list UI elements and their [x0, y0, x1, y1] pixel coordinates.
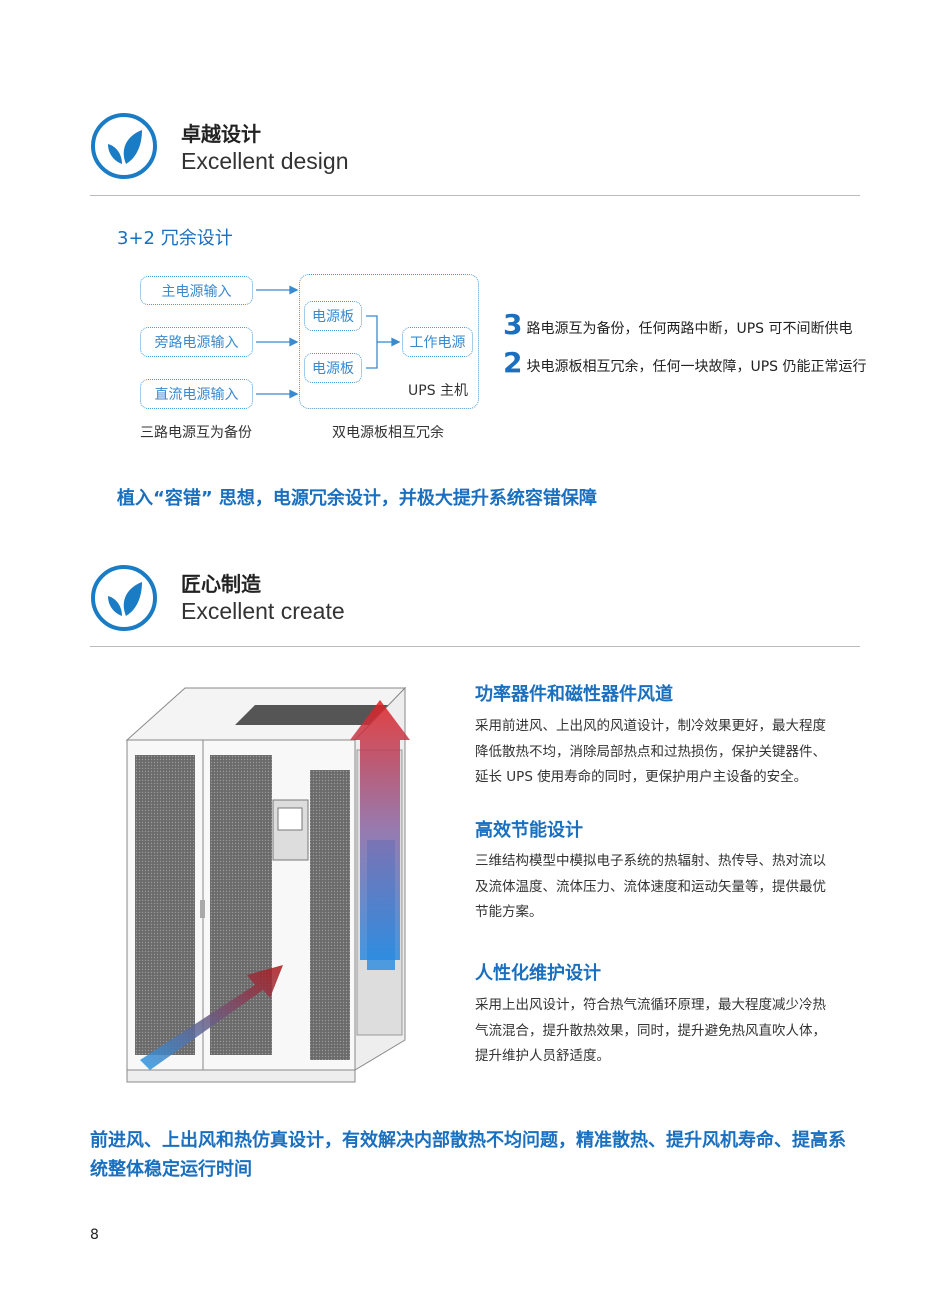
power-board-box: 电源板 [304, 353, 362, 383]
section-title-en: Excellent design [181, 148, 349, 174]
text-line: 气流混合，提升散热效果，同时，提升避免热风直吹人体， [475, 1022, 826, 1039]
section-title-en: Excellent create [181, 598, 345, 624]
feature-text: 采用上出风设计，符合热气流循环原理，最大程度减少冷热气流混合，提升散热效果，同时… [475, 993, 865, 1070]
point-number: 3 [503, 308, 523, 341]
text-line: 降低散热不均，消除局部热点和过热损伤，保护关键器件、 [475, 743, 826, 760]
page-number: 8 [90, 1227, 99, 1243]
feature-text: 三维结构模型中模拟电子系统的热辐射、热传导、热对流以及流体温度、流体压力、流体速… [475, 849, 865, 926]
point-text: 路电源互为备份，任何两路中断，UPS 可不间断供电 [526, 321, 853, 337]
ups-host-label: UPS 主机 [408, 383, 469, 399]
diagram-arrows [256, 285, 401, 399]
text-line: 三维结构模型中模拟电子系统的热辐射、热传导、热对流以 [475, 853, 826, 869]
text-line: 及流体温度、流体压力、流体速度和运动矢量等，提供最优 [475, 878, 826, 895]
leaf-logo-icon [91, 565, 157, 631]
caption-right: 双电源板相互冗余 [332, 425, 444, 441]
text-line: 延长 UPS 使用寿命的同时，更保护用户主设备的安全。 [475, 769, 808, 785]
feature-heading: 功率器件和磁性器件风道 [475, 684, 673, 705]
ups-host-box [299, 274, 479, 409]
text-line: 前进风、上出风和热仿真设计，有效解决内部散热不均问题，精准散热、提升风机寿命、提… [90, 1130, 846, 1151]
point-number: 2 [503, 346, 523, 379]
working-power-box: 工作电源 [402, 327, 473, 357]
section-title-cn: 匠心制造 [181, 572, 261, 596]
feature-text: 采用前进风、上出风的风道设计，制冷效果更好，最大程度降低散热不均，消除局部热点和… [475, 714, 865, 791]
text-line: 采用上出风设计，符合热气流循环原理，最大程度减少冷热 [475, 997, 826, 1013]
section-title-cn: 卓越设计 [181, 122, 261, 146]
power-board-box: 电源板 [304, 301, 362, 331]
divider [90, 195, 860, 196]
ups-cabinet-airflow-image [125, 686, 410, 1083]
divider [90, 646, 860, 647]
subtitle: 3+2 冗余设计 [117, 228, 233, 249]
text-line: 采用前进风、上出风的风道设计，制冷效果更好，最大程度 [475, 718, 826, 734]
caption-left: 三路电源互为备份 [140, 425, 252, 441]
text-line: 节能方案。 [475, 904, 543, 920]
text-line: 统整体稳定运行时间 [90, 1159, 252, 1180]
feature-heading: 人性化维护设计 [475, 963, 601, 984]
feature-heading: 高效节能设计 [475, 820, 583, 841]
input-box: 旁路电源输入 [140, 327, 253, 357]
input-box: 主电源输入 [140, 276, 253, 305]
statement: 植入“容错” 思想，电源冗余设计，并极大提升系统容错保障 [117, 488, 597, 509]
point-text: 块电源板相互冗余，任何一块故障，UPS 仍能正常运行 [526, 359, 867, 375]
leaf-logo-icon [91, 113, 157, 179]
bottom-statement: 前进风、上出风和热仿真设计，有效解决内部散热不均问题，精准散热、提升风机寿命、提… [90, 1126, 846, 1184]
text-line: 提升维护人员舒适度。 [475, 1048, 610, 1064]
input-box: 直流电源输入 [140, 379, 253, 409]
